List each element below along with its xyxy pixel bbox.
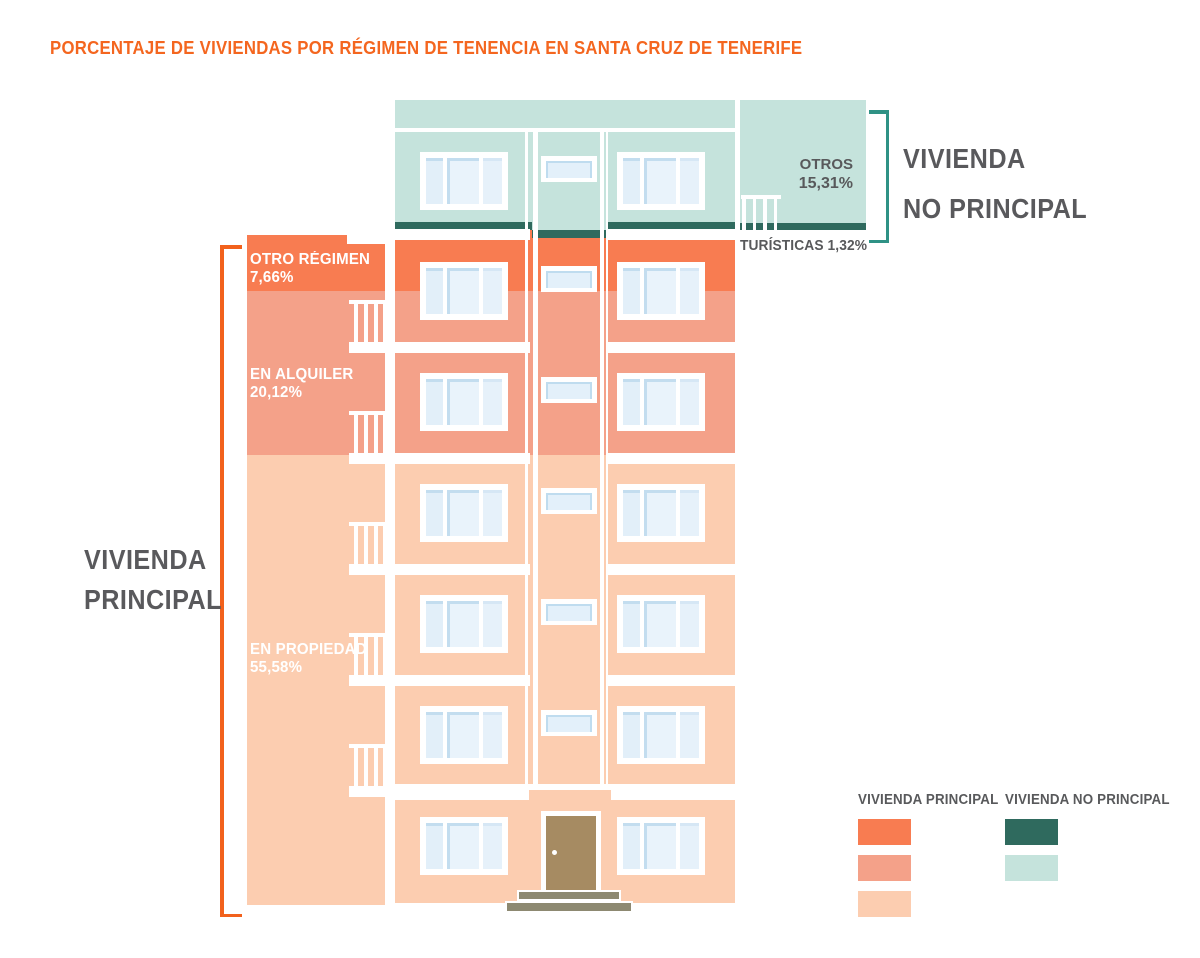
otros-block <box>740 100 866 230</box>
landing-window <box>541 599 597 625</box>
group-label-no-principal: VIVIENDA NO PRINCIPAL <box>903 143 1088 224</box>
balcony-bar <box>364 526 368 564</box>
door-step <box>517 890 621 901</box>
window <box>420 484 508 542</box>
window <box>617 595 705 653</box>
balcony-bar <box>383 415 387 453</box>
group-label-principal: VIVIENDA PRINCIPAL <box>84 544 222 615</box>
legend-swatch-turisticas <box>1005 819 1058 845</box>
floor-slab <box>606 675 735 686</box>
floor-slab <box>395 453 530 464</box>
floor-slab <box>395 564 530 575</box>
bracket-principal <box>220 245 242 249</box>
balcony-bar <box>354 415 358 453</box>
bracket-no-principal <box>869 239 889 243</box>
balcony-bar <box>354 526 358 564</box>
balcony-bar <box>763 199 767 231</box>
wing-notch <box>347 235 385 244</box>
balcony-bar <box>773 199 777 231</box>
legend-swatch-en-propiedad <box>858 891 911 917</box>
balcony-slab <box>349 453 394 464</box>
balcony-bar <box>383 526 387 564</box>
bracket-no-principal <box>885 110 889 243</box>
window <box>617 817 705 875</box>
legend-swatch-en-alquiler <box>858 855 911 881</box>
legend-header-no-principal: VIVIENDA NO PRINCIPAL <box>1005 792 1170 808</box>
door-step <box>505 901 633 913</box>
balcony-bar <box>752 199 756 231</box>
legend-header-principal: VIVIENDA PRINCIPAL <box>858 792 999 808</box>
balcony-rail <box>349 633 390 637</box>
otros-annotation: OTROS 15,31% <box>798 156 853 192</box>
balcony-bar <box>364 415 368 453</box>
window <box>617 706 705 764</box>
floor-slab <box>606 229 735 240</box>
window <box>420 262 508 320</box>
turisticas-annotation: TURÍSTICAS 1,32% <box>740 238 868 254</box>
balcony-bar <box>374 748 378 786</box>
balcony-bar <box>354 637 358 675</box>
floor-slab <box>395 675 530 686</box>
landing-window <box>541 156 597 182</box>
window <box>420 817 508 875</box>
floor-slab <box>606 342 735 353</box>
balcony-bar <box>383 748 387 786</box>
balcony-bar <box>374 637 378 675</box>
segment-label-en-alquiler: EN ALQUILER 20,12% <box>250 366 354 401</box>
balcony-bar <box>383 637 387 675</box>
balcony-bar <box>354 304 358 342</box>
window <box>617 373 705 431</box>
bracket-no-principal <box>869 110 889 114</box>
building-roof <box>395 100 735 128</box>
landing-window <box>541 488 597 514</box>
balcony-bar <box>383 304 387 342</box>
column-separator <box>605 132 608 784</box>
balcony-bar <box>374 415 378 453</box>
legend-swatch-otros <box>1005 855 1058 881</box>
window <box>420 373 508 431</box>
landing-window <box>541 266 597 292</box>
stairwell-cornice <box>532 222 606 238</box>
balcony-slab <box>349 675 394 686</box>
bracket-principal <box>220 913 242 917</box>
floor-slab <box>606 564 735 575</box>
window <box>420 595 508 653</box>
balcony-rail <box>349 744 390 748</box>
balcony-bar <box>354 748 358 786</box>
floor-slab <box>606 453 735 464</box>
balcony-bar <box>364 304 368 342</box>
balcony-rail <box>349 411 390 415</box>
balcony-slab <box>349 342 394 353</box>
column-separator <box>525 132 528 784</box>
window <box>617 152 705 210</box>
segment-label-otro-regimen: OTRO RÉGIMEN 7,66% <box>250 251 371 286</box>
segment-label-en-propiedad: EN PROPIEDAD 55,58% <box>250 641 367 676</box>
floor-slab <box>395 229 530 240</box>
bracket-principal <box>220 245 224 917</box>
landing-window <box>541 710 597 736</box>
legend-swatch-otro-regimen <box>858 819 911 845</box>
window <box>617 484 705 542</box>
balcony-bar <box>364 748 368 786</box>
balcony-bar <box>364 637 368 675</box>
balcony-rail <box>349 522 390 526</box>
landing-window <box>541 377 597 403</box>
balcony-rail <box>349 300 390 304</box>
balcony-bar <box>374 304 378 342</box>
column-separator <box>600 132 604 784</box>
page-title: PORCENTAJE DE VIVIENDAS POR RÉGIMEN DE T… <box>50 38 803 58</box>
balcony-bar <box>742 199 746 231</box>
column-separator <box>533 132 538 784</box>
floor-slab <box>395 342 530 353</box>
balcony-rail <box>741 195 781 199</box>
window <box>420 152 508 210</box>
window <box>617 262 705 320</box>
balcony-bar <box>374 526 378 564</box>
balcony-slab <box>349 564 394 575</box>
door-knob <box>552 850 557 855</box>
balcony-slab <box>349 786 394 797</box>
window <box>420 706 508 764</box>
